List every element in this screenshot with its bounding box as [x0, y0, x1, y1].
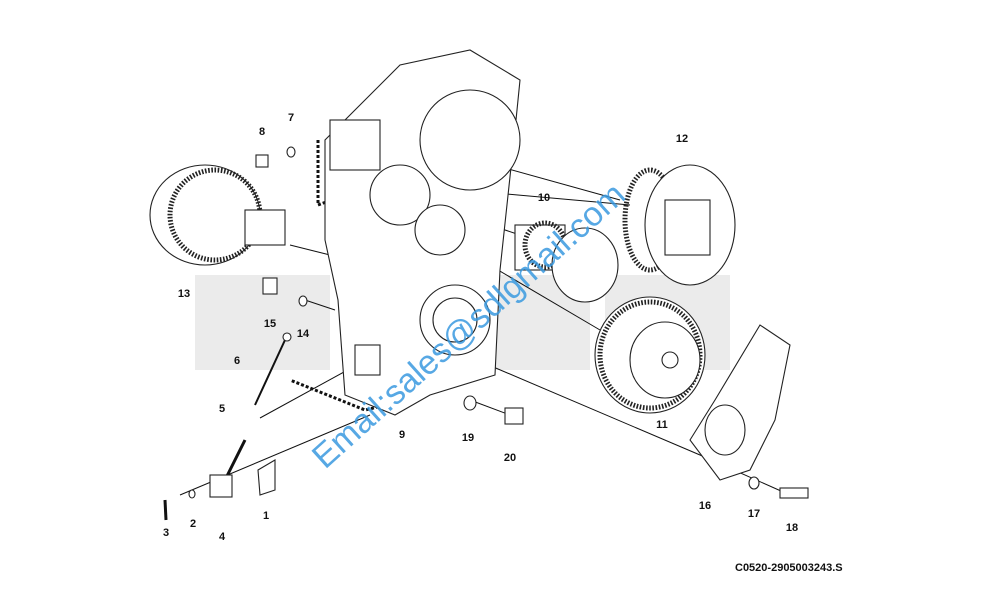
callout-17: 17: [748, 508, 760, 520]
callout-11: 11: [656, 419, 668, 431]
callout-10: 10: [538, 192, 550, 204]
callout-6: 6: [234, 355, 240, 367]
transmission-housing: [324, 49, 521, 416]
drawing-code: C0520-2905003243.S: [735, 562, 843, 574]
callout-1: 1: [263, 510, 269, 522]
callout-19: 19: [462, 432, 474, 444]
callout-3: 3: [163, 527, 169, 539]
callout-16: 16: [699, 500, 711, 512]
callout-13: 13: [178, 288, 190, 300]
differential-12: [622, 164, 736, 286]
callout-labels: 1 2 3 4 5 6 7 8 9 10 11 12 13 14 15 16 1…: [163, 112, 798, 543]
callout-4: 4: [219, 531, 226, 543]
callout-20: 20: [504, 452, 516, 464]
callout-9: 9: [399, 429, 405, 441]
gear-shaft-10: [514, 220, 619, 303]
callout-14: 14: [297, 328, 310, 340]
callout-2: 2: [190, 518, 196, 530]
callout-18: 18: [786, 522, 798, 534]
callout-8: 8: [259, 126, 265, 138]
gear-11: [594, 296, 706, 414]
callout-7: 7: [288, 112, 294, 124]
callout-5: 5: [219, 403, 225, 415]
small-parts: [163, 146, 809, 521]
output-flange: [149, 164, 286, 266]
callout-12: 12: [676, 133, 688, 145]
cover-plate-16: [689, 324, 791, 481]
callout-15: 15: [264, 318, 276, 330]
